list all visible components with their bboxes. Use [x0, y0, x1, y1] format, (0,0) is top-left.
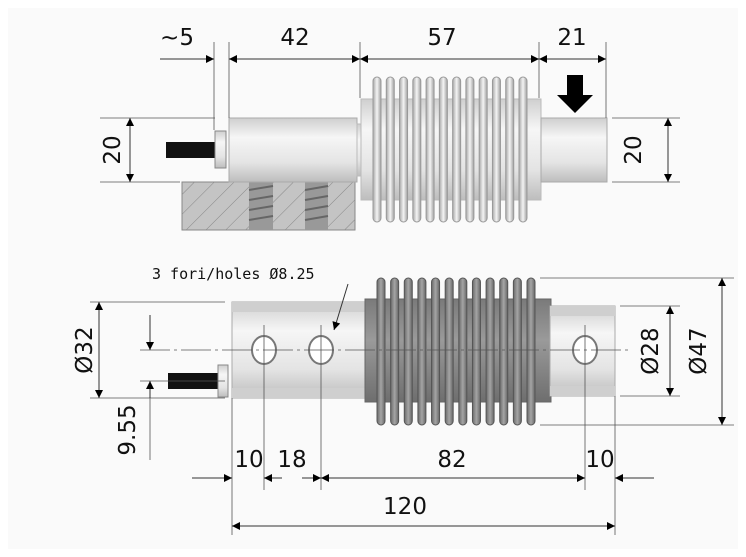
bellows-fin — [512, 277, 522, 426]
top-view: ~5 42 57 21 20 20 — [100, 25, 680, 231]
bellows-fins — [372, 76, 528, 223]
dim-hole-spacing: 18 — [277, 447, 306, 473]
dim-hole-offset: 9.55 — [115, 404, 141, 455]
cable-gland-nut — [214, 130, 227, 169]
bellows-fin — [376, 277, 386, 426]
bellows-fin — [390, 277, 400, 426]
fixed-block — [228, 117, 358, 183]
bellows-fin — [518, 76, 528, 223]
bellows-fin — [444, 277, 454, 426]
down-arrow-icon — [557, 75, 593, 113]
bellows-fin — [425, 76, 435, 223]
bellows-fin — [485, 277, 495, 426]
dim-left-height: 20 — [100, 135, 126, 164]
bellows-fin — [372, 76, 382, 223]
bellows-fins — [376, 277, 536, 426]
bellows-fin — [431, 277, 441, 426]
bellows-fin — [438, 76, 448, 223]
dim-bellows-diameter: Ø47 — [686, 327, 712, 374]
dim-cable-length: ~5 — [160, 25, 194, 51]
bellows-fin — [505, 76, 515, 223]
dim-total-length: 120 — [383, 494, 427, 520]
bellows-fin — [458, 277, 468, 426]
bellows-fin — [526, 277, 536, 426]
dim-block-length: 42 — [280, 25, 309, 51]
bellows-fin — [491, 76, 501, 223]
bellows-fin — [403, 277, 413, 426]
bellows-fin — [412, 76, 422, 223]
dim-block-diameter: Ø32 — [72, 326, 98, 373]
load-end — [540, 117, 608, 183]
bellows-fin — [385, 76, 395, 223]
holes-leader — [332, 283, 349, 331]
bellows-fin — [465, 76, 475, 223]
bellows-fin — [399, 76, 409, 223]
dim-load-end-length: 21 — [557, 25, 586, 51]
dim-end-diameter: Ø28 — [638, 327, 664, 374]
holes-label: 3 fori/holes Ø8.25 — [152, 265, 315, 283]
cable — [166, 142, 215, 158]
bottom-view: 3 fori/holes Ø8.25 Ø32 9.55 Ø28 Ø47 10 1… — [72, 265, 734, 535]
bellows-fin — [471, 277, 481, 426]
dim-edge-to-hole-1: 10 — [234, 447, 263, 473]
dim-bellows-length: 57 — [427, 25, 456, 51]
bellows-fin — [478, 76, 488, 223]
dim-edge-to-hole-3: 10 — [585, 447, 614, 473]
dim-right-height: 20 — [621, 135, 647, 164]
dim-hole-to-hole: 82 — [437, 447, 466, 473]
bellows-fin — [417, 277, 427, 426]
bellows-fin — [452, 76, 462, 223]
bellows-fin — [499, 277, 509, 426]
